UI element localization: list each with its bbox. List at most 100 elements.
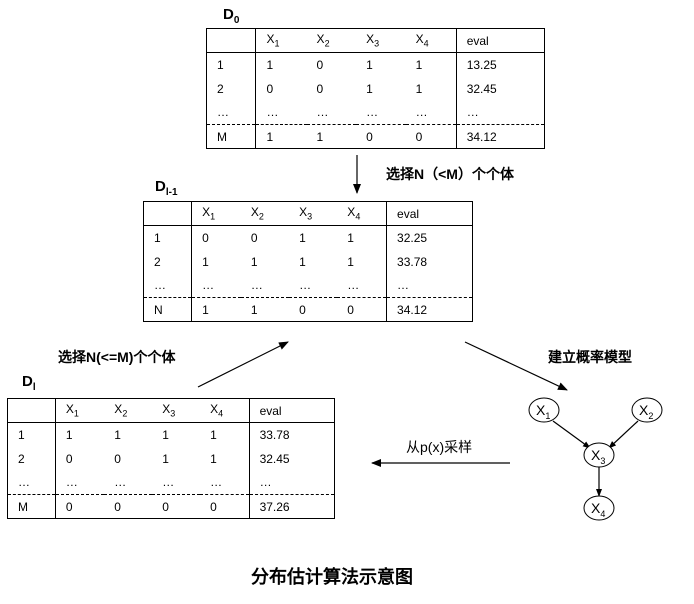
row-index-cell: 2 [7, 446, 56, 471]
node-x1-label: X1 [536, 402, 550, 421]
eval-cell: 33.78 [386, 249, 473, 274]
variable-cell: 1 [366, 57, 373, 72]
variable-cell: 1 [114, 427, 121, 442]
variable-cell: 0 [114, 451, 121, 466]
row-index-cell: … [206, 100, 257, 125]
variable-header: X2 [104, 398, 153, 423]
eval-cell: … [455, 100, 545, 125]
row-index-cell: 1 [7, 422, 56, 447]
eval-cell: 34.12 [386, 297, 473, 322]
eval-header: eval [386, 201, 473, 226]
row-index-header [7, 398, 56, 423]
dl1-label: Dl-1 [155, 178, 178, 198]
variable-cell: 0 [65, 451, 73, 466]
row-index-cell: … [143, 273, 193, 298]
eval-header: eval [248, 398, 335, 423]
variable-cell: 1 [202, 254, 209, 269]
arrow-dl1-to-model [464, 341, 568, 391]
variable-cell: 0 [210, 499, 217, 514]
variable-cell: 0 [114, 499, 121, 514]
row-index-header [206, 28, 257, 53]
probability-model-network: X1 X2 X3 X4 [528, 397, 663, 521]
variable-cell: 1 [347, 230, 354, 245]
variable-cell: 1 [415, 57, 423, 72]
node-x4 [583, 495, 615, 521]
node-x4-label: X4 [591, 500, 605, 519]
variable-cell: 1 [162, 451, 169, 466]
variable-cell: 1 [299, 254, 306, 269]
variable-cell: … [104, 470, 153, 495]
variable-cell: 1 [316, 129, 324, 144]
variable-cell: 1 [415, 81, 423, 96]
table-row: ……………… [143, 273, 473, 298]
edge-x2-x3 [608, 420, 639, 449]
variable-header: X3 [289, 201, 338, 226]
variable-cell: … [152, 470, 201, 495]
variable-cell: 1 [299, 230, 306, 245]
variable-cell: 0 [250, 230, 258, 245]
variable-cell: 1 [202, 302, 209, 317]
variable-cell: … [255, 100, 307, 125]
variable-cell: 0 [415, 129, 423, 144]
variable-header: X3 [152, 398, 201, 423]
eval-cell: 32.45 [455, 76, 545, 101]
eval-cell: 33.78 [248, 422, 335, 447]
variable-cell: 1 [266, 129, 274, 144]
variable-cell: 0 [347, 302, 354, 317]
table-row: ……………… [206, 100, 545, 125]
eval-cell: 32.25 [386, 225, 473, 250]
table-row: ……………… [7, 470, 335, 495]
variable-cell: 1 [250, 302, 258, 317]
variable-cell: 1 [347, 254, 354, 269]
variable-header: X4 [405, 28, 457, 53]
eval-cell: 37.26 [248, 494, 335, 519]
variable-header: X1 [55, 398, 105, 423]
variable-header: X1 [255, 28, 307, 53]
variable-cell: … [337, 273, 387, 298]
variable-header: X2 [240, 201, 290, 226]
variable-cell: 1 [210, 451, 217, 466]
variable-cell: 0 [266, 81, 274, 96]
variable-cell: 0 [316, 81, 324, 96]
variable-header: X3 [356, 28, 406, 53]
variable-cell: 0 [202, 230, 209, 245]
variable-cell: … [405, 100, 457, 125]
node-x3-label: X3 [591, 447, 605, 466]
build-model-caption: 建立概率模型 [548, 349, 632, 365]
node-x2-label: X2 [639, 402, 653, 421]
select-n-lt-m-caption: 选择N（<M）个个体 [386, 166, 514, 182]
row-index-cell: M [7, 494, 56, 519]
variable-cell: … [191, 273, 241, 298]
variable-cell: 1 [250, 254, 258, 269]
variable-cell: 1 [210, 427, 217, 442]
eval-header: eval [455, 28, 545, 53]
row-index-cell: M [206, 124, 257, 149]
variable-cell: 1 [266, 57, 274, 72]
node-x2 [631, 397, 663, 423]
variable-header: X4 [337, 201, 387, 226]
row-index-cell: 1 [206, 52, 257, 77]
variable-cell: 0 [162, 499, 169, 514]
sample-px-caption: 从p(x)采样 [406, 439, 473, 455]
dl-label: Dl [22, 373, 36, 393]
variable-cell: 0 [65, 499, 73, 514]
row-index-cell: 2 [143, 249, 193, 274]
row-index-cell: 2 [206, 76, 257, 101]
row-index-cell: 1 [143, 225, 193, 250]
variable-header: X2 [306, 28, 357, 53]
eval-cell: … [386, 273, 473, 298]
